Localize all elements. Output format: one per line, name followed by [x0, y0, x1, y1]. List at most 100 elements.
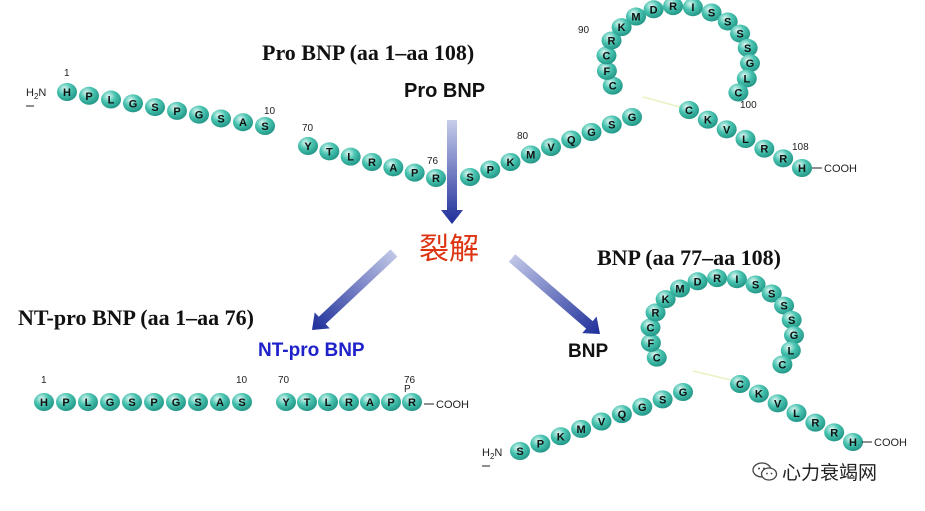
bnp-tail-0-bead [730, 375, 750, 393]
bnp-loop-13-letter: G [790, 330, 799, 342]
pro-bnp-chain-6-letter: G [195, 110, 204, 122]
bnp-chain-4-letter: V [598, 417, 606, 429]
pro-bnp-mid-b-2-letter: K [507, 157, 515, 169]
pro-bnp-mid-b-2-bead [500, 153, 521, 171]
nt-part1-9-letter: S [238, 397, 245, 409]
bnp-tail-1-letter: K [755, 389, 763, 401]
nt-part2-0-bead [276, 393, 296, 411]
bnp-loop-7-letter: R [713, 273, 721, 285]
pro-bnp-num-90: 90 [578, 25, 590, 36]
pro-bnp-loop-2-letter: C [603, 50, 611, 62]
nt-part2-1-bead [297, 393, 317, 411]
pro-bnp-tail-4-bead [754, 139, 775, 158]
nt-part1-3-bead [100, 393, 120, 411]
pro-bnp-mid-b-3-letter: M [526, 150, 535, 162]
pro-bnp-chain-9-bead [255, 117, 275, 135]
pro-bnp-tail-2-letter: V [723, 124, 731, 136]
nt-part2-1-letter: T [304, 397, 311, 409]
pro-bnp-mid-a-4-letter: A [389, 162, 397, 174]
bnp-tail-3-bead [786, 404, 807, 422]
nt-mark: P [404, 384, 411, 395]
bnp-tail-1-bead [748, 384, 769, 403]
bnp-chain-3-bead [571, 419, 592, 438]
pro-bnp-mid-a-4-bead [383, 158, 404, 177]
pro-bnp-mid-a-0-letter: Y [304, 141, 312, 153]
pro-bnp-mid-b-1-letter: P [487, 165, 494, 177]
pro-bnp-loop-13-bead [739, 54, 760, 73]
bnp-loop-15-bead [772, 355, 793, 374]
pro-bnp-mid-b-8-bead [622, 108, 642, 126]
pro-bnp-mid-b-1-bead [480, 160, 501, 179]
pro-bnp-tail-3-letter: L [742, 134, 749, 146]
bnp-loop-4-letter: K [662, 294, 670, 306]
pro-bnp-loop-0-bead [602, 76, 623, 95]
bnp-label: BNP [568, 341, 609, 362]
bnp-chain-3-letter: M [577, 424, 586, 436]
watermark: 心力衰竭网 [752, 458, 877, 485]
nt-pro-bnp-label: NT-pro BNP [258, 340, 365, 361]
bnp-loop-9-letter: S [752, 279, 759, 291]
bnp-loop-1-bead [640, 333, 661, 352]
bnp-chain-8-letter: G [679, 387, 688, 399]
pro-bnp-chain-9-letter: S [261, 121, 268, 133]
arrow-down-to-cleavage [441, 120, 463, 224]
pro-bnp-tail-0-bead [679, 101, 699, 119]
pro-bnp-mid-a-3-bead [362, 153, 382, 171]
bnp-chain-8-bead [673, 383, 693, 401]
bnp-loop-1-letter: F [648, 338, 655, 350]
pro-bnp-chain-7-letter: S [217, 113, 224, 125]
bnp-loop-13-bead [783, 326, 804, 345]
bnp-tail-3-letter: L [793, 408, 800, 420]
nt-part2-6-letter: R [408, 397, 416, 409]
pro-bnp-mid-a-5-letter: P [411, 168, 418, 180]
bnp-loop-3-bead [645, 303, 666, 322]
pro-bnp-n-terminal: H2N [26, 87, 46, 101]
nt-part1-6-letter: G [172, 397, 181, 409]
pro-bnp-mid-b-0-letter: S [466, 172, 473, 184]
nt-part2-0-letter: Y [282, 397, 290, 409]
pro-bnp-loop-8-letter: I [691, 2, 694, 14]
pro-bnp-loop-6-letter: D [650, 4, 658, 16]
bnp-chain-6-letter: G [638, 402, 647, 414]
bnp-loop-15-letter: C [778, 359, 786, 371]
bnp-chain-0-letter: S [516, 446, 523, 458]
pro-bnp-mid-b-0-bead [460, 168, 480, 186]
nt-part1-4-letter: S [128, 397, 135, 409]
pro-bnp-mid-a-1-bead [319, 142, 340, 161]
pro-bnp-loop-0-letter: C [609, 81, 617, 93]
nt-part2-4-bead [360, 393, 380, 411]
pro-bnp-loop-12-bead [737, 38, 758, 57]
pro-bnp-mid-b-5-bead [561, 130, 582, 149]
pro-bnp-loop-5-bead [626, 7, 647, 26]
bnp-loop-0-letter: C [653, 353, 661, 365]
bnp-chain-2-letter: K [557, 431, 565, 443]
bnp-loop-8-letter: I [735, 274, 738, 286]
pro-bnp-loop-5-letter: M [631, 12, 640, 24]
watermark-text: 心力衰竭网 [782, 462, 878, 484]
bnp-chain-1-bead [530, 434, 551, 453]
pro-bnp-num-108: 108 [792, 142, 809, 153]
bnp-tail-4-bead [805, 413, 826, 432]
bnp-loop-9-bead [745, 275, 766, 294]
pro-bnp-tail-5-bead [773, 149, 794, 168]
cleavage-arrows [312, 120, 600, 334]
arrow-to-bnp [508, 254, 600, 334]
pro-bnp-loop-11-letter: S [736, 29, 743, 41]
pro-bnp-loop-12-letter: S [744, 43, 751, 55]
bnp-loop-10-bead [761, 284, 782, 303]
nt-c-terminal: COOH [436, 399, 469, 411]
pro-bnp-title: Pro BNP (aa 1–aa 108) [262, 40, 475, 65]
bnp-loop-0-bead [646, 348, 667, 367]
bnp-chain-7-letter: S [659, 394, 666, 406]
pro-bnp-tail-3-bead [735, 130, 756, 148]
nt-pro-bnp-title: NT-pro BNP (aa 1–aa 76) [18, 305, 254, 330]
pro-bnp-loop-15-letter: C [734, 87, 742, 99]
bnp-loop-14-bead [780, 341, 801, 360]
nt-part1-2-bead [78, 393, 98, 411]
pro-bnp-loop-7-letter: R [669, 1, 677, 13]
pro-bnp-loop-1-letter: F [604, 66, 611, 78]
nt-num-76: 76 [404, 375, 416, 386]
bnp-loop-6-bead [687, 272, 708, 291]
pro-bnp-num-80: 80 [517, 131, 529, 142]
